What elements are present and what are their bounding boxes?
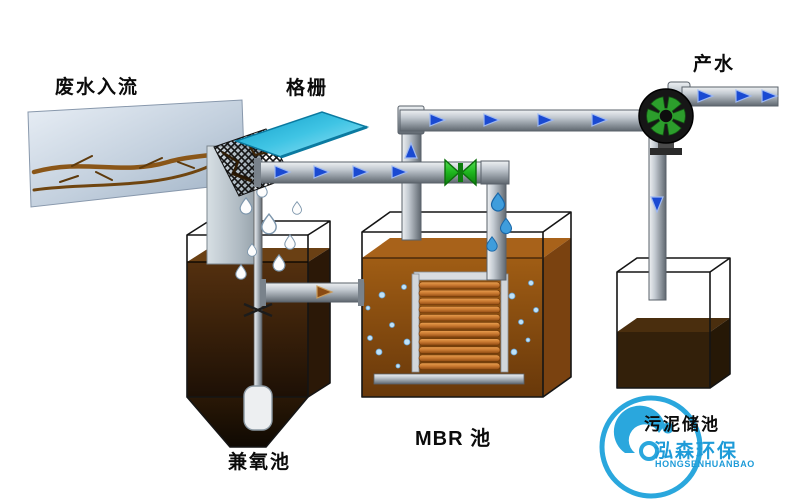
trapped-debris [221,150,252,183]
anoxic-tank-liquid [187,262,308,397]
aeration-pipe [373,373,525,385]
aeration-bubbles [365,280,539,369]
mixer-propeller-icon [243,302,273,318]
sludge-tank [616,257,731,389]
logo-watermark [599,395,703,499]
label-anoxic-tank: 兼氧池 [228,452,292,473]
label-mbr-tank: MBR 池 [415,428,492,450]
valve-icon [444,158,477,187]
logo-company-romanized: HONGSENHUANBAO [655,459,755,469]
water-droplet-icon [291,201,303,215]
water-droplet-icon [261,213,277,235]
label-sludge-tank: 污泥储池 [644,415,720,434]
logo-company-name: 泓森环保 [654,441,739,462]
mbr-tank [361,211,572,398]
blower-fan [638,88,694,155]
label-wastewater-inflow: 废水入流 [55,77,140,98]
mixer-motor [243,385,273,431]
label-bar-screen: 格栅 [286,78,329,99]
label-product-water: 产水 [693,54,736,75]
sludge-tank-liquid [617,332,710,388]
inflow-panel [27,99,246,208]
waste-stream-secondary [32,156,228,192]
membrane-stack [411,271,509,373]
water-droplet-icon [284,234,296,250]
logo-swirl-icon [613,405,665,453]
bar-screen [233,111,370,159]
anoxic-to-mbr-pipe [261,282,365,303]
